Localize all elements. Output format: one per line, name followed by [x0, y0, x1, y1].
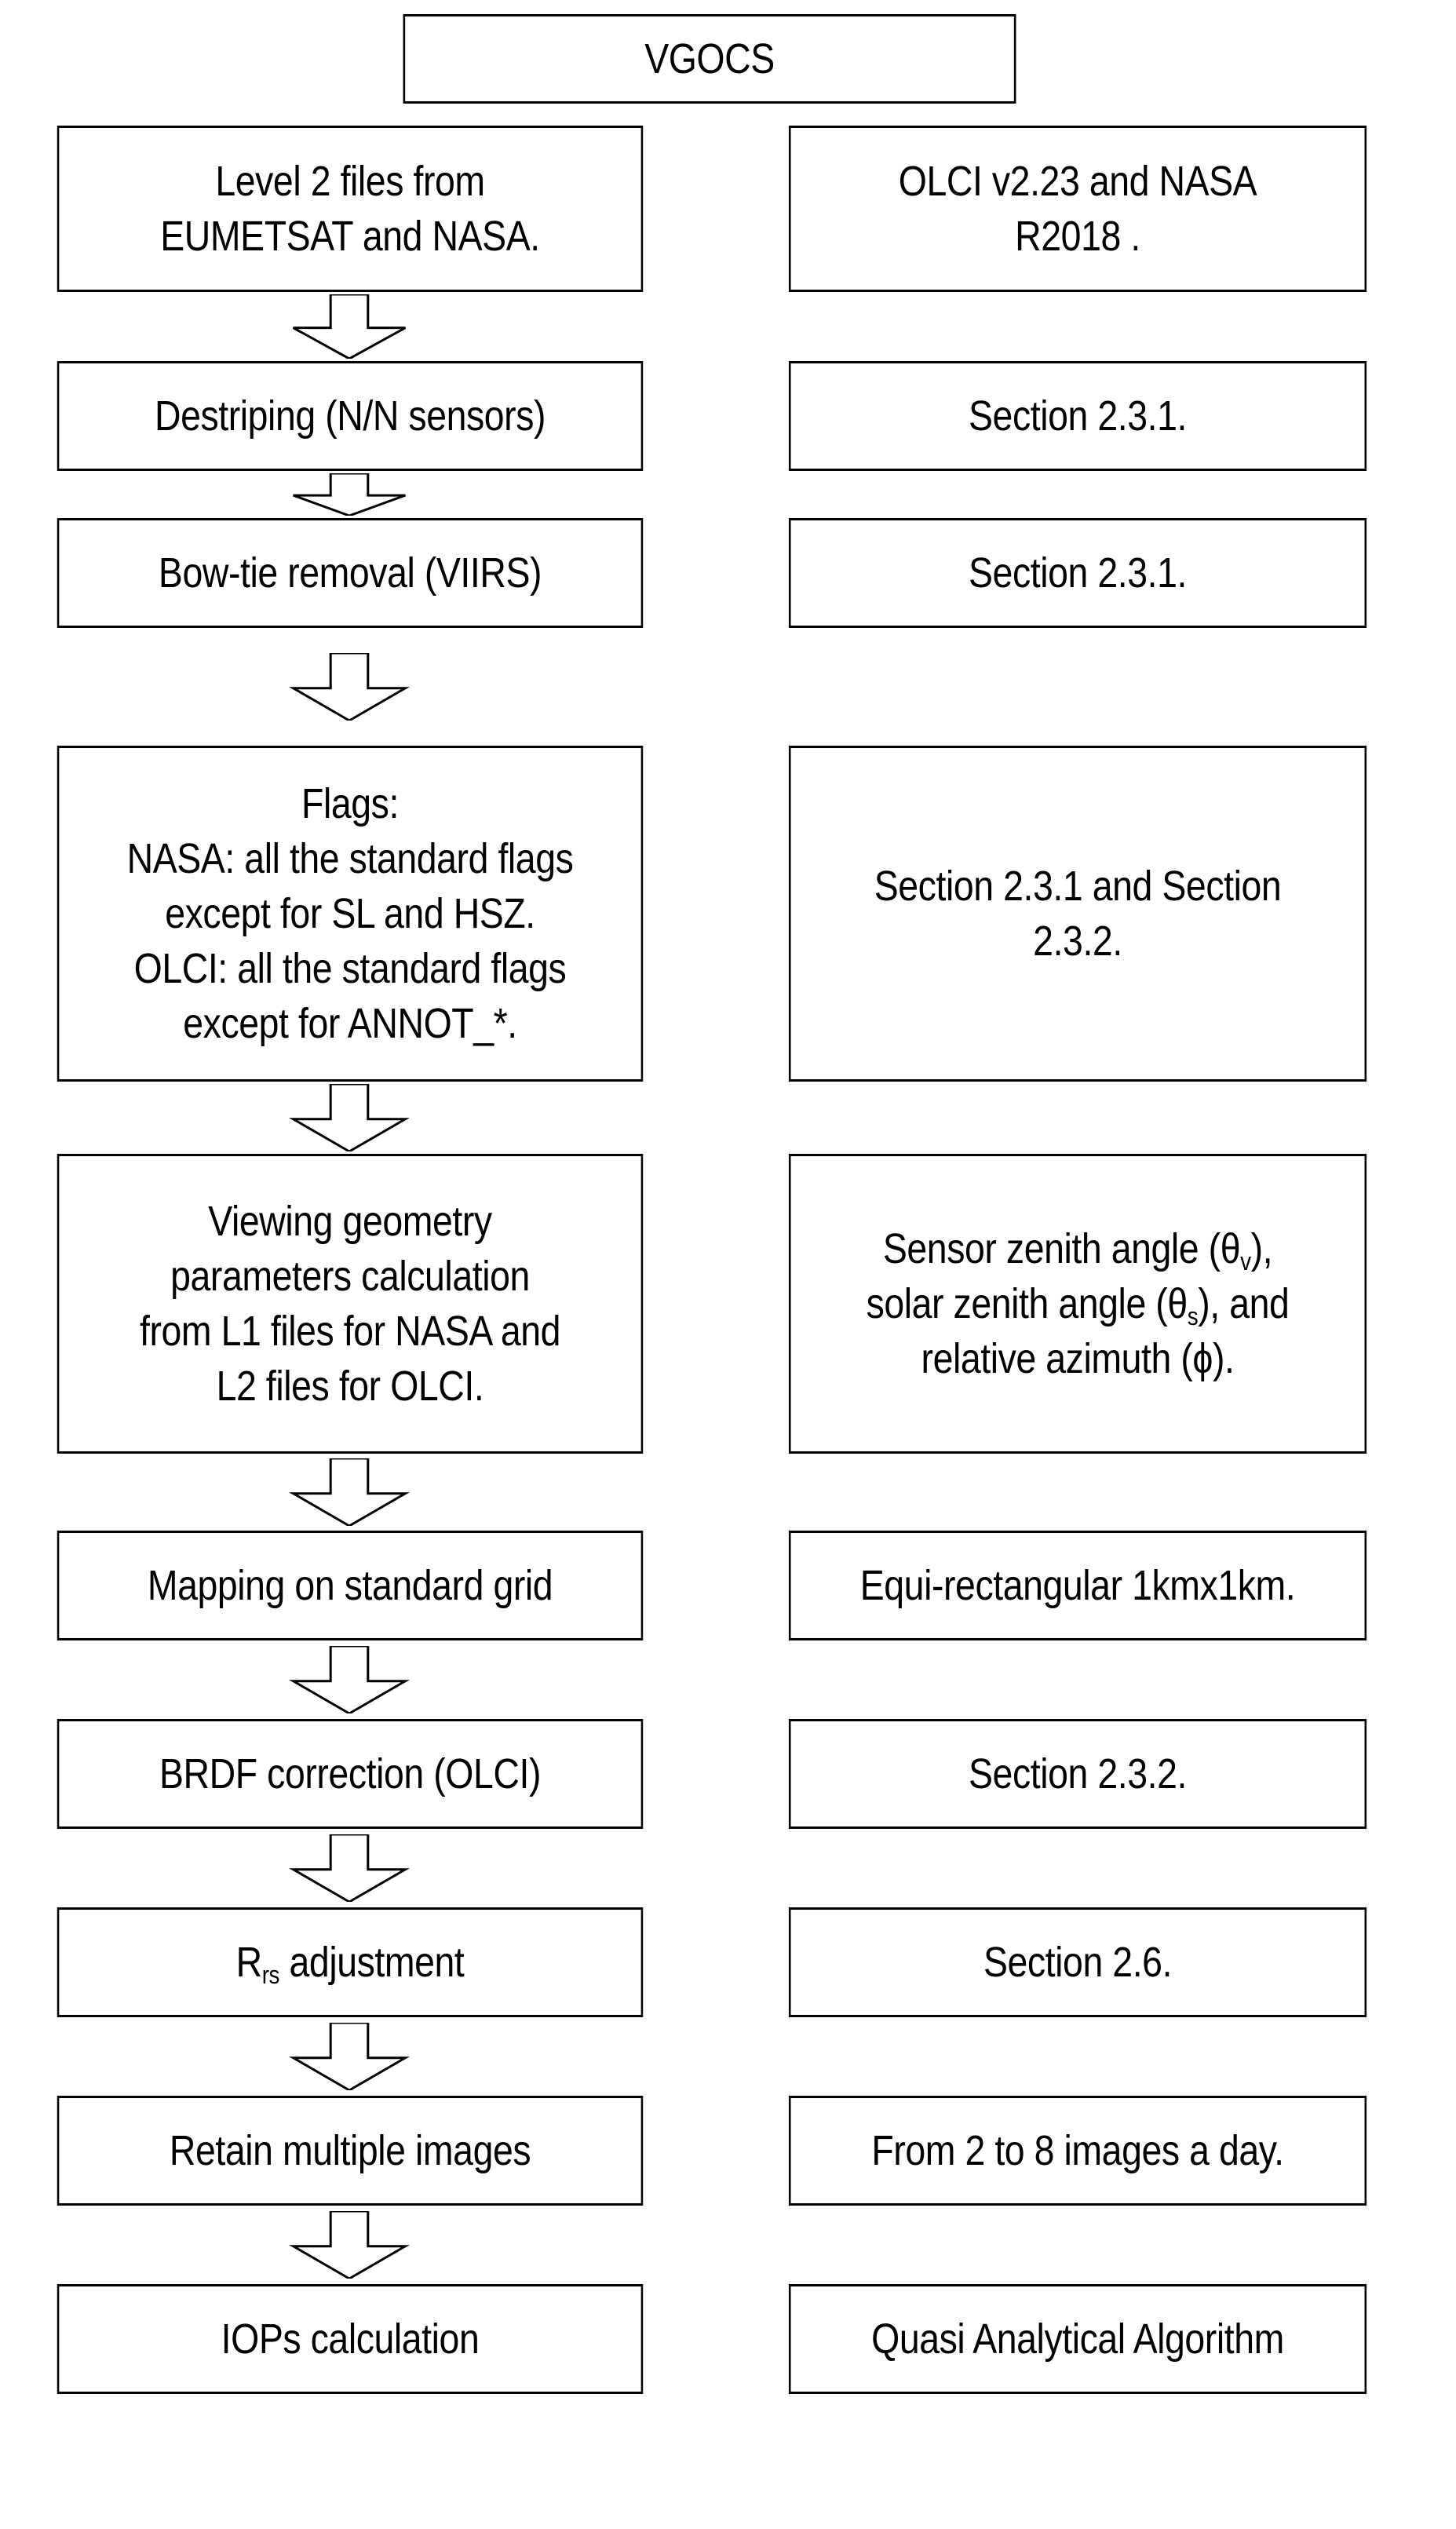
description-box-8-label: Section 2.6.: [983, 1938, 1173, 1986]
description-box-7-label: Section 2.3.2.: [969, 1750, 1187, 1797]
description-box-10: Quasi Analytical Algorithm: [788, 2284, 1367, 2394]
description-box-1-label: OLCI v2.23 and NASA R2018 .: [898, 157, 1257, 260]
description-box-5: Sensor zenith angle (θv), solar zenith a…: [788, 1154, 1367, 1454]
flow-arrow-6: [283, 1646, 416, 1713]
description-box-6: Equi-rectangular 1kmx1km.: [788, 1531, 1367, 1640]
process-step-box-2: Destriping (N/N sensors): [57, 361, 644, 471]
flowchart-title-box: VGOCS: [403, 14, 1016, 104]
process-step-box-3: Bow-tie removal (VIIRS): [57, 518, 644, 628]
description-box-5-label: Sensor zenith angle (θv), solar zenith a…: [866, 1224, 1290, 1383]
flow-arrow-7: [283, 1834, 416, 1902]
process-step-box-5-label: Viewing geometry parameters calculation …: [139, 1197, 561, 1410]
description-box-4-label: Section 2.3.1 and Section 2.3.2.: [874, 862, 1282, 965]
process-step-box-9: Retain multiple images: [57, 2096, 644, 2206]
down-arrow-icon: [283, 294, 416, 359]
flow-arrow-4: [283, 1084, 416, 1151]
flow-arrow-9: [283, 2211, 416, 2279]
flow-arrow-2: [283, 473, 416, 516]
process-step-box-8: Rrs adjustment: [57, 1907, 644, 2017]
process-step-box-4: Flags: NASA: all the standard flags exce…: [57, 746, 644, 1082]
description-box-8: Section 2.6.: [788, 1907, 1367, 2017]
process-step-box-5: Viewing geometry parameters calculation …: [57, 1154, 644, 1454]
description-box-3-label: Section 2.3.1.: [969, 549, 1187, 597]
description-box-6-label: Equi-rectangular 1kmx1km.: [859, 1561, 1296, 1609]
process-step-box-6: Mapping on standard grid: [57, 1531, 644, 1640]
flow-arrow-3: [283, 653, 416, 721]
process-step-box-1: Level 2 files from EUMETSAT and NASA.: [57, 126, 644, 292]
down-arrow-icon: [283, 1834, 416, 1902]
process-step-box-7: BRDF correction (OLCI): [57, 1719, 644, 1829]
down-arrow-icon: [283, 473, 416, 516]
description-box-3: Section 2.3.1.: [788, 518, 1367, 628]
description-box-9: From 2 to 8 images a day.: [788, 2096, 1367, 2206]
process-step-box-10: IOPs calculation: [57, 2284, 644, 2394]
description-box-9-label: From 2 to 8 images a day.: [871, 2126, 1284, 2174]
down-arrow-icon: [283, 653, 416, 721]
description-box-4: Section 2.3.1 and Section 2.3.2.: [788, 746, 1367, 1082]
process-step-box-8-label: Rrs adjustment: [235, 1938, 465, 1989]
flow-arrow-8: [283, 2023, 416, 2090]
description-box-1: OLCI v2.23 and NASA R2018 .: [788, 126, 1367, 292]
flow-arrow-1: [283, 294, 416, 359]
flow-arrow-5: [283, 1458, 416, 1526]
process-step-box-2-label: Destriping (N/N sensors): [154, 392, 546, 440]
down-arrow-icon: [283, 1646, 416, 1713]
process-step-box-10-label: IOPs calculation: [221, 2315, 480, 2363]
down-arrow-icon: [283, 1084, 416, 1151]
down-arrow-icon: [283, 2023, 416, 2090]
description-box-10-label: Quasi Analytical Algorithm: [871, 2315, 1284, 2363]
process-step-box-4-label: Flags: NASA: all the standard flags exce…: [126, 779, 574, 1048]
process-step-box-6-label: Mapping on standard grid: [147, 1561, 553, 1609]
down-arrow-icon: [283, 2211, 416, 2279]
description-box-2-label: Section 2.3.1.: [969, 392, 1187, 440]
process-step-box-7-label: BRDF correction (OLCI): [159, 1750, 541, 1797]
description-box-7: Section 2.3.2.: [788, 1719, 1367, 1829]
description-box-2: Section 2.3.1.: [788, 361, 1367, 471]
process-step-box-1-label: Level 2 files from EUMETSAT and NASA.: [160, 157, 540, 260]
down-arrow-icon: [283, 1458, 416, 1526]
flowchart-title-label: VGOCS: [644, 35, 775, 82]
process-step-box-3-label: Bow-tie removal (VIIRS): [158, 549, 542, 597]
process-step-box-9-label: Retain multiple images: [169, 2126, 531, 2174]
